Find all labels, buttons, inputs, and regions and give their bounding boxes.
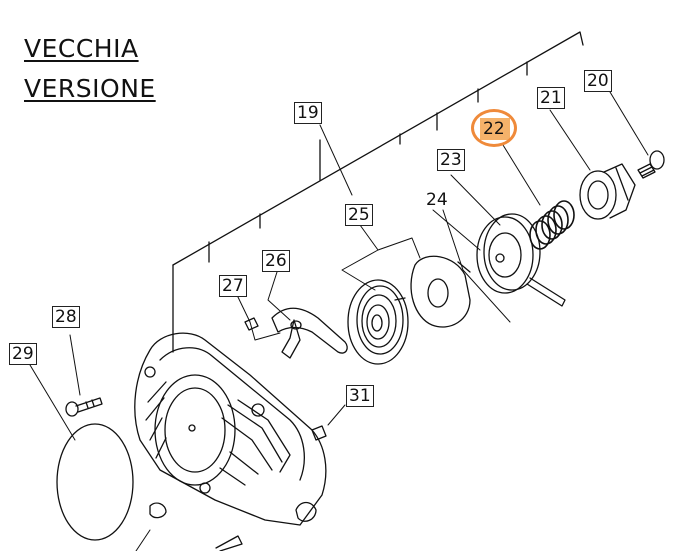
- part-29-disc: [56, 423, 134, 541]
- callout-25: 25: [345, 204, 373, 226]
- callout-28: 28: [52, 306, 80, 328]
- callout-31: 31: [346, 385, 374, 407]
- assembly-bracket-lines: [172, 31, 584, 353]
- callout-20: 20: [584, 70, 612, 92]
- part-21-cap: [579, 163, 636, 220]
- callout-26: 26: [262, 250, 290, 272]
- callout-22: 22: [483, 119, 505, 139]
- part-27-clip: [244, 317, 259, 331]
- callout-29: 29: [9, 343, 37, 365]
- callout-21: 21: [537, 87, 565, 109]
- part-26-handle: [271, 307, 348, 359]
- callout-27: 27: [219, 275, 247, 297]
- part-31-plate: [311, 425, 327, 441]
- starter-housing: [134, 332, 327, 552]
- callout-24: 24: [426, 190, 448, 210]
- highlight-circle-part-22: [471, 109, 517, 147]
- callout-19: 19: [294, 102, 322, 124]
- part-23-pulley: [476, 213, 566, 307]
- part-25-spiral-spring: [347, 279, 409, 365]
- version-title-line-1: VECCHIA: [24, 34, 139, 63]
- version-title-line-2: VERSIONE: [24, 74, 156, 103]
- part-25-spring-cover: [410, 255, 471, 328]
- part-20-screw: [637, 150, 665, 179]
- part-28-screw: [65, 397, 103, 417]
- callout-23: 23: [437, 149, 465, 171]
- leader-lines: [29, 91, 649, 552]
- part-22-spring: [529, 200, 575, 250]
